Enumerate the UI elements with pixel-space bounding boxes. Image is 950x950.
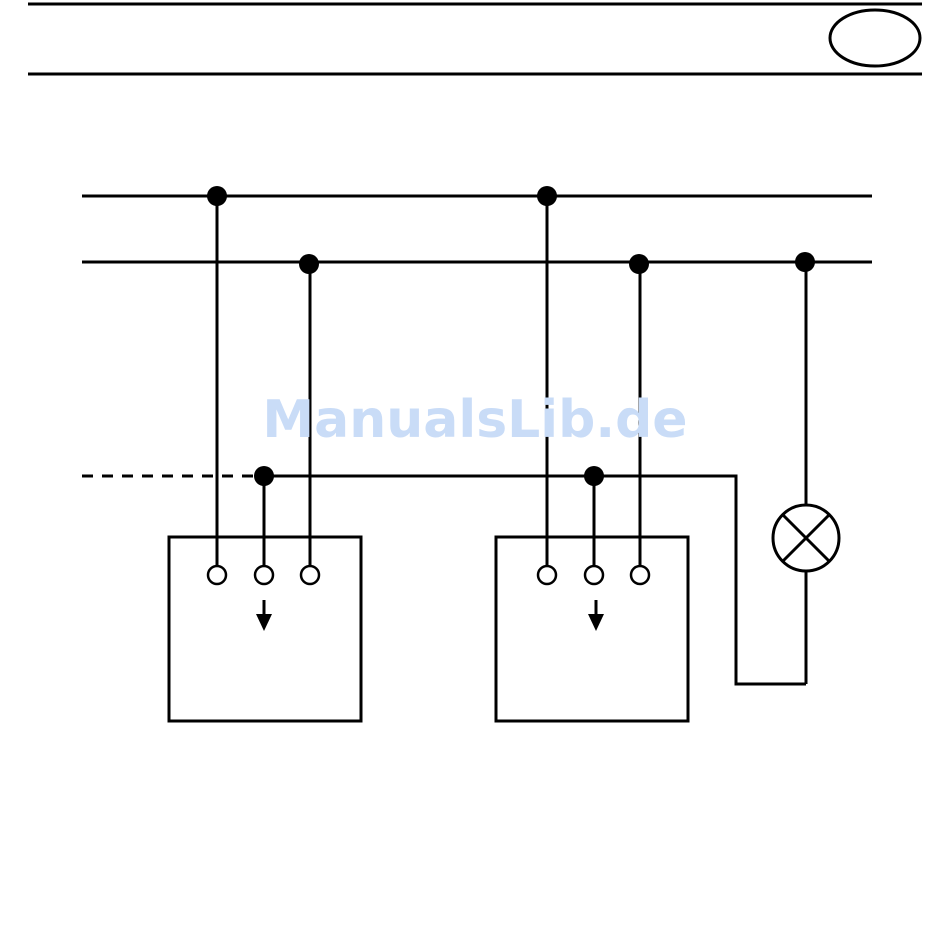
terminal [255,566,273,584]
junction-dot [537,186,557,206]
lamp-icon [773,505,839,571]
junction-dot [629,254,649,274]
junction-dot [795,252,815,272]
down-arrow-icon [588,600,604,631]
terminal [208,566,226,584]
page-badge [830,10,920,66]
switch-right [496,537,688,721]
terminal [301,566,319,584]
bus-line-control [262,476,806,684]
down-arrow-icon [256,600,272,631]
junction-dot [584,466,604,486]
terminal [631,566,649,584]
terminal [538,566,556,584]
junction-dot [207,186,227,206]
junction-dot [299,254,319,274]
terminal [585,566,603,584]
junction-dot [254,466,274,486]
switch-box [496,537,688,721]
